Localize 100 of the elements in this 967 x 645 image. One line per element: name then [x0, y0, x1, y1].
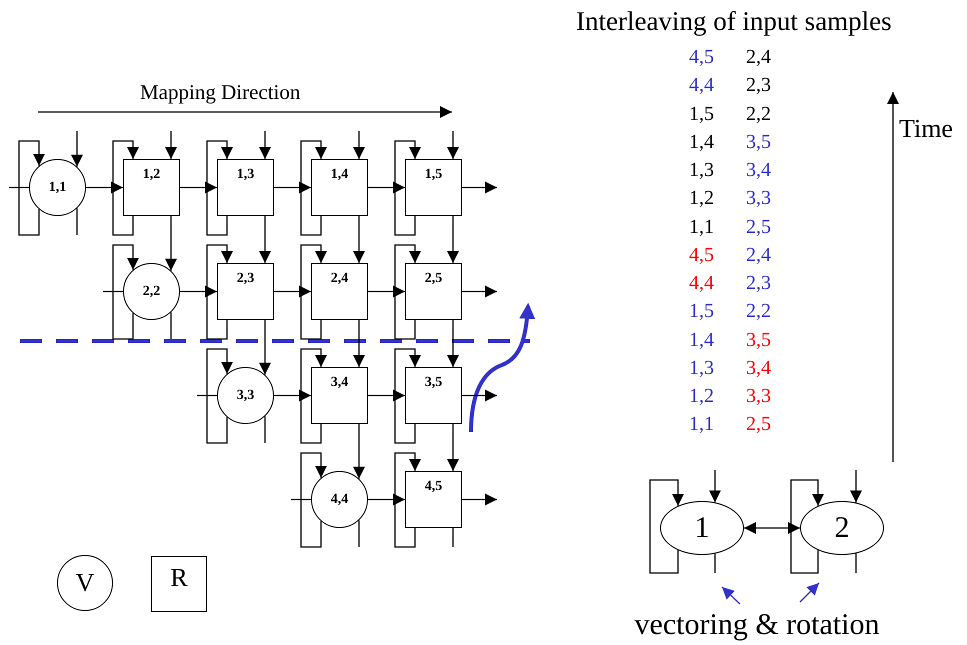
feedback-arrow — [112, 244, 139, 340]
processing-box — [405, 471, 462, 528]
node-label: 3,5 — [424, 376, 442, 390]
arrow — [462, 494, 497, 506]
arrow — [274, 286, 311, 298]
arrow — [353, 131, 365, 159]
node-label: V — [76, 570, 94, 596]
connector-line — [714, 554, 716, 573]
arrow — [447, 320, 459, 367]
arrow — [447, 424, 459, 471]
sample-index: 3,3 — [746, 386, 771, 406]
connector-line — [291, 498, 311, 500]
connector-line — [170, 312, 172, 339]
sample-index: 1,4 — [689, 330, 714, 350]
arrow — [462, 390, 497, 402]
node-label: 4,5 — [424, 480, 442, 494]
processing-box — [151, 556, 207, 612]
feedback-arrow — [394, 452, 421, 548]
connector-line — [103, 290, 123, 292]
node-label: 1,1 — [48, 180, 66, 194]
arrow — [180, 286, 217, 298]
arrow — [850, 470, 862, 503]
node-label: 2,2 — [142, 284, 160, 298]
processing-box — [123, 159, 180, 216]
sample-index: 4,5 — [689, 47, 714, 67]
node-label: 1,3 — [236, 168, 254, 182]
sample-index: 1,2 — [689, 386, 714, 406]
sample-index: 1,1 — [689, 414, 714, 434]
sample-index: 3,5 — [746, 330, 771, 350]
sample-index: 2,3 — [746, 75, 771, 96]
arrow — [180, 182, 217, 194]
node-label: R — [170, 565, 188, 591]
leader-arrow — [722, 586, 740, 604]
arrow — [259, 320, 271, 375]
node-label: 3,4 — [330, 376, 348, 390]
arrow — [447, 216, 459, 263]
arrow — [353, 320, 365, 367]
arrow — [368, 390, 405, 402]
arrow — [274, 182, 311, 194]
sample-index: 2,4 — [746, 244, 771, 265]
feedback-arrow — [206, 348, 233, 444]
arrow — [462, 182, 497, 194]
processing-box — [405, 159, 462, 216]
connector-line — [9, 186, 29, 188]
arrow — [353, 424, 365, 479]
sample-index: 1,3 — [689, 358, 714, 378]
feedback-arrow — [206, 244, 233, 340]
arrow — [165, 131, 177, 159]
sample-index: 1,5 — [689, 301, 714, 322]
feedback-arrow — [206, 140, 233, 236]
feedback-arrow — [300, 452, 327, 548]
node-label: 2,5 — [424, 272, 442, 286]
arrow — [462, 286, 497, 298]
sample-index: 3,4 — [746, 160, 771, 180]
sample-index: 1,3 — [689, 160, 714, 180]
node-label: 3,3 — [236, 388, 254, 402]
sample-index: 2,3 — [746, 273, 771, 293]
feedback-arrow — [649, 479, 684, 574]
sample-index: 1,1 — [689, 216, 714, 236]
sample-index: 2,2 — [746, 301, 771, 322]
arrow — [259, 216, 271, 263]
sample-index: 1,4 — [689, 132, 714, 152]
node-label: 1,2 — [142, 168, 160, 182]
connector-line — [452, 528, 454, 547]
node-label: 4,4 — [330, 492, 348, 506]
processing-box — [217, 159, 274, 216]
node-label: 1,5 — [424, 168, 442, 182]
arrow — [86, 182, 123, 194]
node-label: 2,4 — [330, 272, 348, 286]
sample-index: 1,5 — [689, 104, 714, 124]
arrow — [259, 131, 271, 159]
feedback-arrow — [18, 140, 45, 236]
feedback-arrow — [394, 140, 421, 236]
connector-line — [855, 553, 857, 573]
feedback-arrow — [790, 479, 824, 574]
arrow — [71, 131, 83, 167]
processing-box — [217, 263, 274, 320]
connector-line — [197, 394, 217, 396]
arrow — [368, 182, 405, 194]
processing-box — [311, 263, 368, 320]
node-label: 2 — [834, 513, 850, 543]
connector-line — [358, 520, 360, 547]
feedback-arrow — [300, 348, 327, 444]
sample-index: 2,4 — [746, 47, 771, 67]
leader-arrow — [800, 582, 820, 602]
sample-index: 3,5 — [746, 132, 771, 152]
axis-title: Mapping Direction — [140, 82, 300, 103]
feedback-arrow — [112, 140, 139, 236]
feedback-arrow — [300, 244, 327, 340]
processing-box — [405, 367, 462, 424]
node-label: 2,3 — [236, 272, 254, 286]
arrow — [353, 216, 365, 263]
node-label: 1 — [694, 513, 710, 543]
feedback-arrow — [394, 348, 421, 444]
list-heading: Interleaving of input samples — [576, 8, 892, 35]
processing-ellipse — [660, 501, 744, 555]
sample-index: 1,2 — [689, 188, 714, 208]
sample-index: 4,4 — [689, 75, 714, 96]
sample-index: 3,4 — [746, 358, 771, 378]
feedback-arrow — [300, 140, 327, 236]
